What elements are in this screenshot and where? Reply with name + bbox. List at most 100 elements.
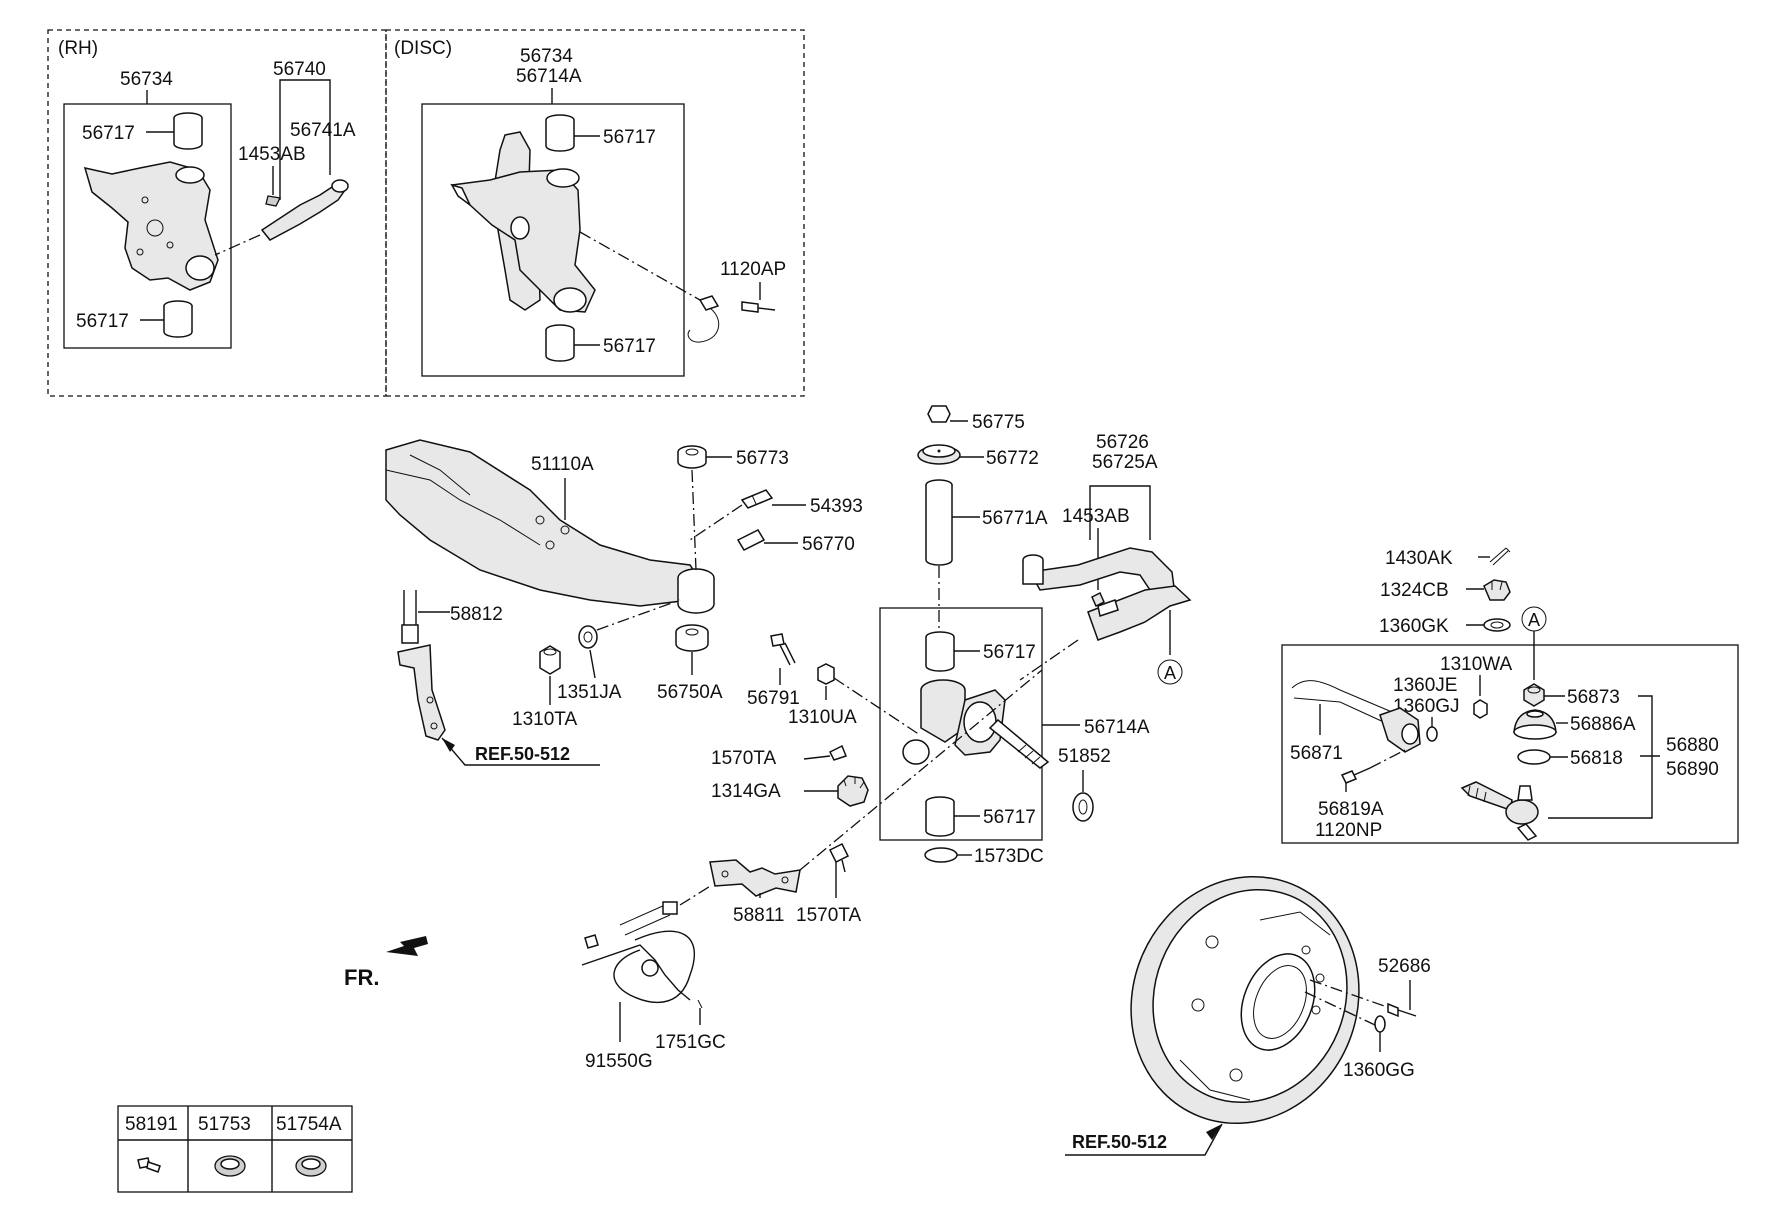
- label-56734-rh: 56734: [120, 69, 173, 90]
- washer-1360GK-icon: [1483, 618, 1511, 632]
- label-54393: 54393: [810, 496, 863, 517]
- label-56873: 56873: [1567, 687, 1620, 708]
- label-1570TA-top: 1570TA: [711, 748, 776, 769]
- label-56717-main-bottom: 56717: [983, 807, 1036, 828]
- bushing-top-rh-icon: [173, 112, 203, 150]
- front-arrow-icon: [386, 936, 428, 956]
- label-1453AB-rh: 1453AB: [238, 144, 306, 165]
- legend-header-58191: 58191: [125, 1114, 178, 1135]
- steering-arm-rh-icon: [260, 179, 349, 241]
- label-56775: 56775: [972, 412, 1025, 433]
- label-1120NP: 1120NP: [1315, 820, 1382, 841]
- label-56880: 56880: [1666, 735, 1719, 756]
- label-56717-main-top: 56717: [983, 642, 1036, 663]
- boot-56886A-icon: [1513, 709, 1557, 740]
- label-56770: 56770: [802, 534, 855, 555]
- label-56717-rh-bottom: 56717: [76, 311, 129, 332]
- steering-arm-main-icon: [1022, 547, 1192, 641]
- label-58811: 58811: [733, 905, 784, 926]
- fitting-1570TA-top-icon: [828, 744, 847, 761]
- label-1360GK: 1360GK: [1379, 616, 1449, 637]
- label-51852: 51852: [1058, 746, 1111, 767]
- bushing-bottom-rh-icon: [163, 300, 193, 338]
- seal-icon: [295, 1155, 327, 1177]
- label-56886A: 56886A: [1570, 714, 1636, 735]
- bushing-bottom-disc-icon: [545, 324, 575, 362]
- label-56717-disc-top: 56717: [603, 127, 656, 148]
- label-1120AP: 1120AP: [720, 259, 786, 280]
- bolt-56791-icon: [770, 633, 796, 666]
- label-1751GC: 1751GC: [655, 1032, 726, 1053]
- label-56726: 56726: [1096, 432, 1149, 453]
- label-56750A: 56750A: [657, 682, 723, 703]
- label-91550G: 91550G: [585, 1051, 653, 1072]
- label-56734-disc: 56734: [520, 46, 573, 67]
- label-1314GA: 1314GA: [711, 781, 781, 802]
- legend-header-51753: 51753: [198, 1114, 251, 1135]
- label-1430AK: 1430AK: [1385, 548, 1453, 569]
- callout-a-main-label: A: [1164, 663, 1176, 683]
- label-56871: 56871: [1290, 743, 1343, 764]
- front-label: FR.: [344, 965, 379, 990]
- callout-a-tie-rod: A: [1521, 606, 1547, 632]
- label-58812: 58812: [450, 604, 503, 625]
- label-1360JE: 1360JE: [1393, 675, 1457, 696]
- backing-plate-icon: [1130, 875, 1360, 1125]
- inset-disc: (DISC) 56734 56714A 56717 56717: [385, 29, 805, 397]
- inset-rh-header: (RH): [58, 38, 98, 59]
- bushing-top-disc-icon: [545, 114, 575, 152]
- label-52686: 52686: [1378, 956, 1431, 977]
- ref-left: REF.50-512: [475, 744, 570, 764]
- spacer-51852-icon: [1072, 792, 1094, 822]
- callout-a-tie-rod-label: A: [1528, 610, 1540, 630]
- knuckle-disc-icon: [450, 131, 596, 313]
- label-1310TA: 1310TA: [512, 709, 577, 730]
- nut-1310TA-icon: [539, 645, 561, 675]
- label-1310WA: 1310WA: [1440, 654, 1512, 675]
- bolt-icon: [137, 1157, 161, 1173]
- callout-a-main: A: [1157, 659, 1183, 685]
- label-1324CB: 1324CB: [1380, 580, 1449, 601]
- washer-1360GJ-icon: [1426, 726, 1438, 742]
- label-56791: 56791: [747, 688, 800, 709]
- knuckle-rh-icon: [83, 161, 219, 291]
- bolt-1120AP-icon: [741, 301, 776, 313]
- fitting-1570TA-bottom-icon: [828, 842, 850, 873]
- label-1360GJ: 1360GJ: [1393, 696, 1460, 717]
- bushing-56750A-icon: [675, 624, 709, 652]
- steering-knuckle-main-icon: [902, 679, 1050, 769]
- nut-56873-icon: [1523, 683, 1545, 707]
- label-1310UA: 1310UA: [788, 707, 857, 728]
- kingpin-bushing-top-icon: [925, 631, 955, 672]
- brake-hose-91550G-icon: [581, 884, 713, 1009]
- ring-1573DC-icon: [924, 847, 958, 863]
- bolt-56819A-icon: [1340, 767, 1371, 784]
- nut-1310WA-icon: [1473, 699, 1488, 719]
- label-1573DC: 1573DC: [974, 846, 1044, 867]
- cap-56775-icon: [927, 405, 951, 423]
- castle-nut-1324CB-icon: [1483, 579, 1511, 601]
- seal-icon: [214, 1155, 246, 1177]
- label-1360GG: 1360GG: [1343, 1060, 1415, 1081]
- label-56714A-disc: 56714A: [516, 66, 582, 87]
- bolt-54393-icon: [740, 489, 774, 509]
- cotter-pin-1430AK-icon: [1489, 547, 1511, 566]
- label-56773: 56773: [736, 448, 789, 469]
- legend-table: 58191 51753 51754A: [117, 1105, 353, 1193]
- label-56714A-main: 56714A: [1084, 717, 1150, 738]
- kingpin-bushing-bottom-icon: [925, 796, 955, 837]
- label-56890: 56890: [1666, 759, 1719, 780]
- label-51110A: 51110A: [531, 454, 594, 475]
- label-1351JA: 1351JA: [557, 682, 622, 703]
- kingpin-56771A-icon: [925, 479, 953, 566]
- castle-nut-1314GA-icon: [837, 775, 869, 807]
- label-56818: 56818: [1570, 748, 1623, 769]
- label-56741A: 56741A: [290, 120, 356, 141]
- tie-rod-56871-icon: [1291, 680, 1421, 753]
- nut-1310UA-icon: [817, 663, 835, 685]
- crossmember-icon: [385, 439, 715, 614]
- ball-joint-icon: [1460, 781, 1539, 841]
- abs-sensor-disc-icon: [687, 295, 720, 343]
- hose-bracket-58812-icon: [397, 590, 446, 741]
